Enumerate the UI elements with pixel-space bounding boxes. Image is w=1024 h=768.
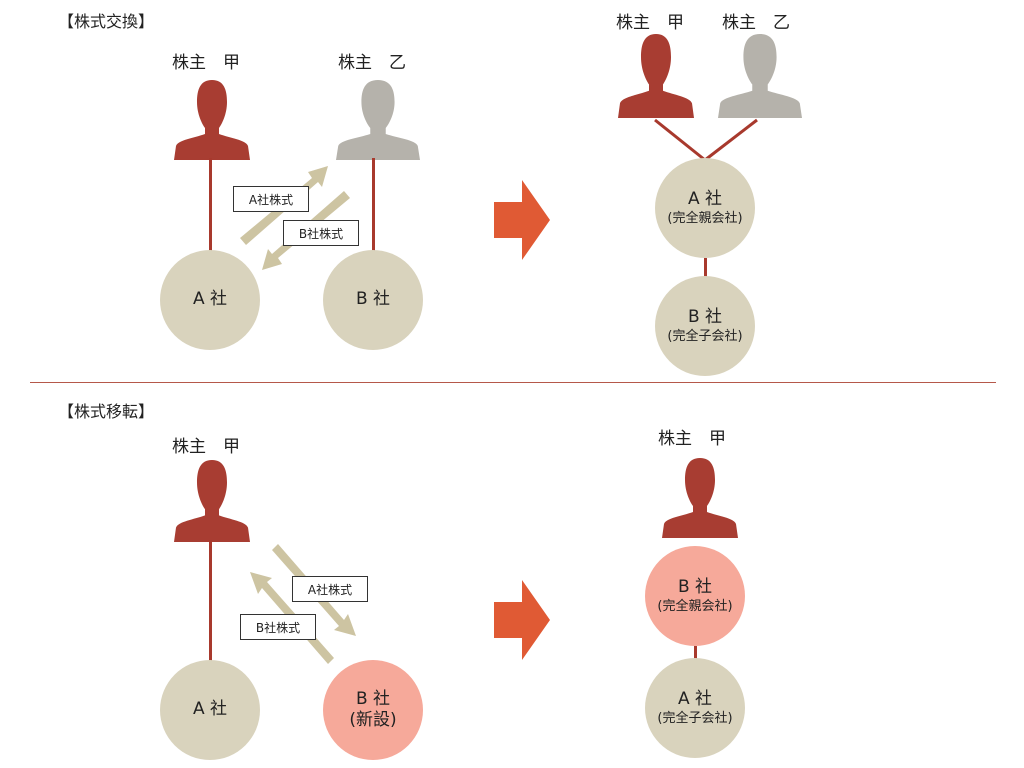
parent-company-node: A 社 (完全親会社) (655, 158, 755, 258)
parent-company-label: A 社 (687, 189, 723, 210)
subsidiary-label: B 社 (687, 307, 723, 328)
share-transfer-arrows (240, 166, 350, 270)
ownership-lines (654, 118, 758, 162)
shareholder-a-label: 株主 甲 (658, 429, 726, 449)
company-a-label: A 社 (192, 289, 228, 310)
connector-line (209, 158, 212, 253)
company-b-node: B 社 (323, 250, 423, 350)
share-transfer-arrows (250, 544, 356, 664)
connector-line (694, 646, 697, 660)
parent-company-label: B 社 (677, 577, 713, 598)
connector-line (704, 258, 707, 278)
parent-company-role: (完全親会社) (657, 598, 733, 614)
new-company-b-node: B 社 (新設) (323, 660, 423, 760)
subsidiary-role: (完全子会社) (667, 328, 743, 344)
transfer-label-b-shares: B社株式 (240, 614, 316, 640)
shareholder-b-icon (336, 80, 420, 160)
transfer-label-a-shares: A社株式 (233, 186, 309, 212)
shareholder-a-icon (618, 34, 694, 118)
shareholder-a-label: 株主 甲 (172, 437, 240, 457)
connector-line (209, 540, 212, 662)
section-title-share-transfer: 【株式移転】 (58, 402, 155, 421)
subsidiary-node: B 社 (完全子会社) (655, 276, 755, 376)
subsidiary-label: A 社 (677, 689, 713, 710)
transfer-label-b-shares: B社株式 (283, 220, 359, 246)
subsidiary-node: A 社 (完全子会社) (645, 658, 745, 758)
shareholder-a-label: 株主 甲 (616, 13, 684, 33)
parent-company-node: B 社 (完全親会社) (645, 546, 745, 646)
company-b-label: B 社 (355, 289, 391, 310)
shareholder-b-icon (718, 34, 802, 118)
parent-company-role: (完全親会社) (667, 210, 743, 226)
section-divider (30, 382, 996, 383)
shareholder-b-label: 株主 乙 (338, 53, 406, 73)
shareholder-b-label: 株主 乙 (722, 13, 790, 33)
company-a-node: A 社 (160, 250, 260, 350)
transfer-label-a-shares: A社株式 (292, 576, 368, 602)
company-b-label: B 社 (355, 688, 391, 709)
section-title-share-exchange: 【株式交換】 (58, 12, 155, 31)
transition-arrow-icon (494, 580, 550, 660)
shareholder-a-icon (174, 460, 250, 542)
company-b-note: (新設) (349, 710, 397, 730)
shareholder-a-icon (174, 80, 250, 160)
shareholder-a-icon (662, 458, 738, 538)
company-a-label: A 社 (192, 699, 228, 720)
subsidiary-role: (完全子会社) (657, 710, 733, 726)
transition-arrow-icon (494, 180, 550, 260)
company-a-node: A 社 (160, 660, 260, 760)
connector-line (372, 158, 375, 253)
shareholder-a-label: 株主 甲 (172, 53, 240, 73)
